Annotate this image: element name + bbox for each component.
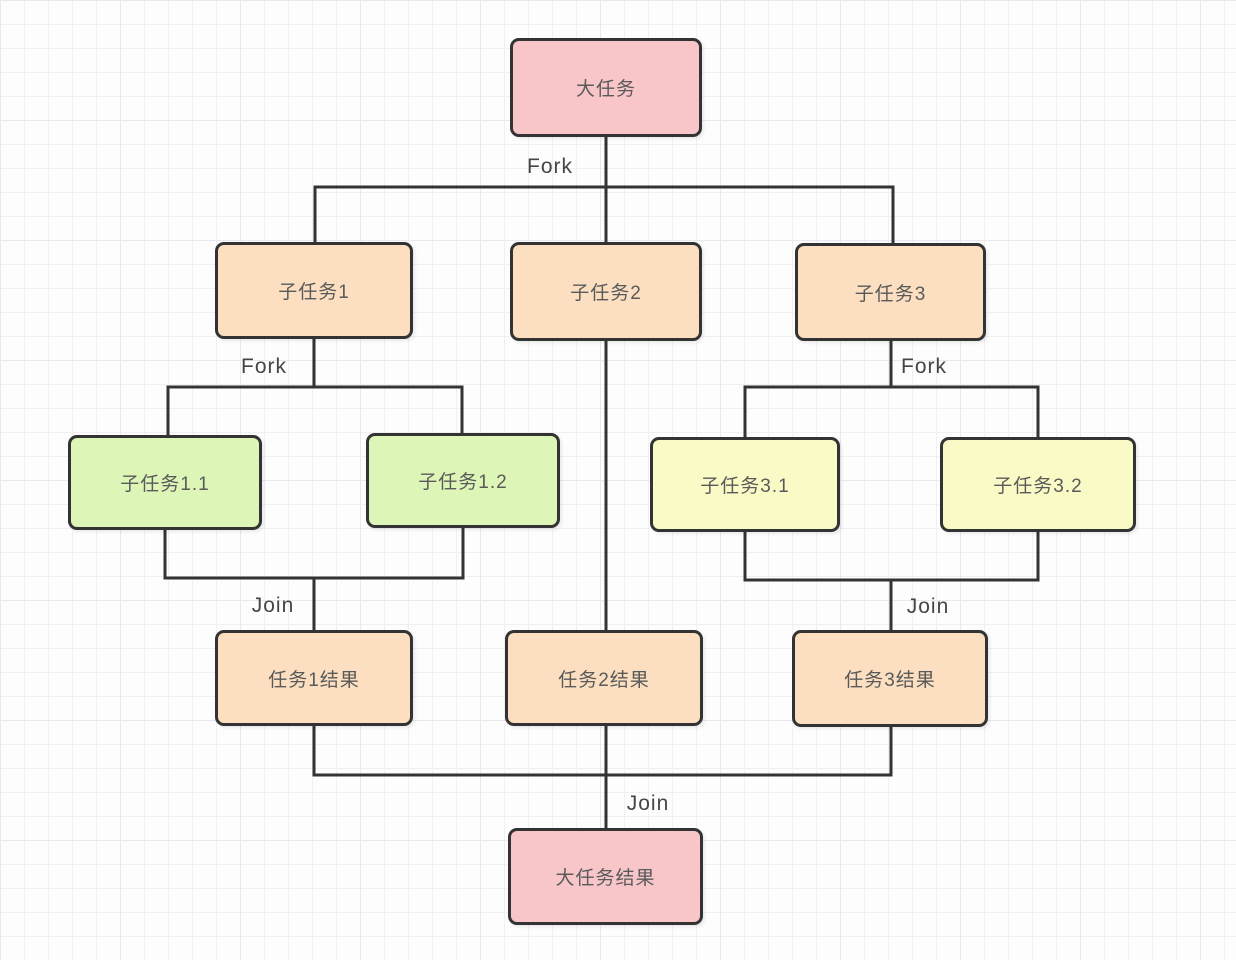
edge-join-root xyxy=(312,724,893,830)
node-subtask3-1: 子任务3.1 xyxy=(650,437,840,532)
node-task2-result: 任务2结果 xyxy=(505,630,703,726)
node-task1-result-label: 任务1结果 xyxy=(268,669,360,691)
edge-label-fork-subtask1: Fork xyxy=(241,355,287,378)
node-big-task-result-label: 大任务结果 xyxy=(555,868,656,889)
edge-fork-root xyxy=(313,135,895,245)
node-task3-result: 任务3结果 xyxy=(792,630,988,727)
node-big-task-label: 大任务 xyxy=(575,79,636,100)
node-big-task-result: 大任务结果 xyxy=(508,828,703,925)
node-task1-result: 任务1结果 xyxy=(215,630,413,726)
node-subtask1-2: 子任务1.2 xyxy=(366,433,560,528)
edge-label-fork-subtask3: Fork xyxy=(901,355,947,378)
node-subtask1-label: 子任务1 xyxy=(278,282,350,303)
edge-fork-subtask1 xyxy=(166,337,464,437)
node-big-task: 大任务 xyxy=(510,38,702,137)
node-subtask3-1-label: 子任务3.1 xyxy=(700,476,790,497)
edge-label-fork-root: Fork xyxy=(527,155,573,178)
edge-fork-subtask3 xyxy=(743,339,1040,439)
edge-join-task3 xyxy=(743,530,1040,632)
node-subtask1-2-label: 子任务1.2 xyxy=(418,472,508,493)
node-subtask3-label: 子任务3 xyxy=(854,283,927,305)
node-subtask2: 子任务2 xyxy=(510,242,702,341)
edge-label-join-task1: Join xyxy=(251,594,295,617)
edge-label-join-task3: Join xyxy=(906,595,950,618)
edge-join-task1 xyxy=(163,526,465,632)
node-task2-result-label: 任务2结果 xyxy=(558,669,650,691)
node-subtask3-2-label: 子任务3.2 xyxy=(993,476,1083,497)
node-subtask1: 子任务1 xyxy=(215,242,413,339)
node-subtask3: 子任务3 xyxy=(795,243,986,341)
node-subtask3-2: 子任务3.2 xyxy=(940,437,1136,532)
node-subtask1-1-label: 子任务1.1 xyxy=(120,474,210,495)
edge-label-join-root: Join xyxy=(626,792,670,815)
node-subtask1-1: 子任务1.1 xyxy=(68,435,262,530)
node-subtask2-label: 子任务2 xyxy=(570,283,642,304)
node-task3-result-label: 任务3结果 xyxy=(844,670,936,691)
